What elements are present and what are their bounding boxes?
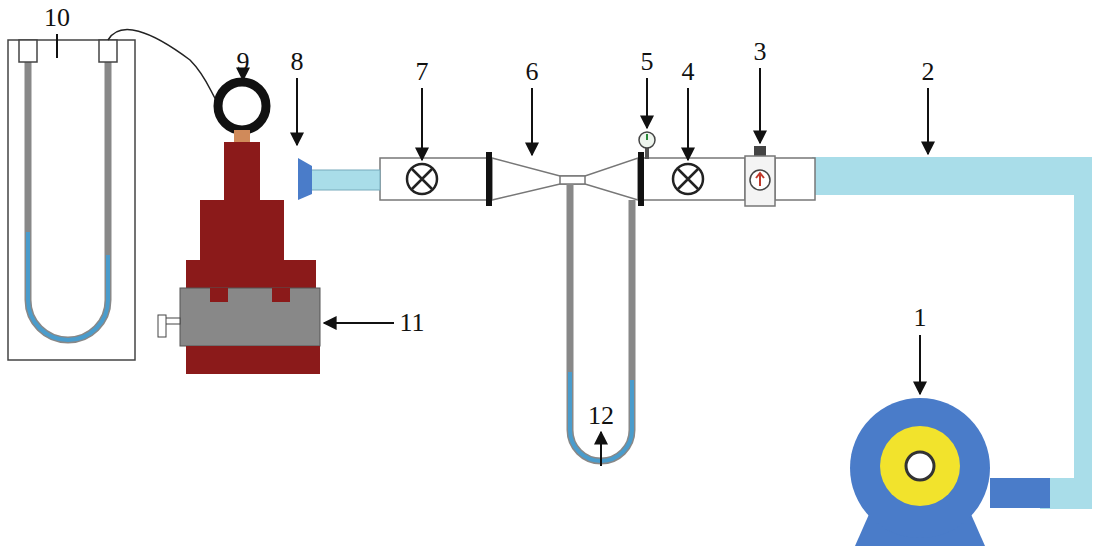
callout-number: 9 xyxy=(237,49,250,75)
callout-number: 8 xyxy=(291,49,304,75)
callout-number: 2 xyxy=(922,59,935,85)
flanges xyxy=(486,152,644,206)
leader-arrows xyxy=(57,34,928,470)
callout-number: 1 xyxy=(914,305,927,331)
callout-number: 11 xyxy=(399,310,424,336)
traverse-stand xyxy=(158,142,320,374)
callout-number: 3 xyxy=(754,39,767,65)
callout-number: 12 xyxy=(588,403,614,429)
valve-7 xyxy=(407,164,437,194)
u-tube-manometer-12 xyxy=(570,184,632,461)
callout-number: 6 xyxy=(526,59,539,85)
valve-4 xyxy=(673,164,703,194)
nozzle xyxy=(298,158,380,200)
pressure-gauge xyxy=(639,132,655,159)
probe-ring xyxy=(218,82,266,142)
callout-number: 4 xyxy=(682,59,695,85)
flow-meter xyxy=(745,146,775,206)
callout-number: 5 xyxy=(641,49,654,75)
callout-number: 10 xyxy=(44,5,70,31)
callout-number: 7 xyxy=(416,59,429,85)
blower-pump xyxy=(850,398,1050,546)
